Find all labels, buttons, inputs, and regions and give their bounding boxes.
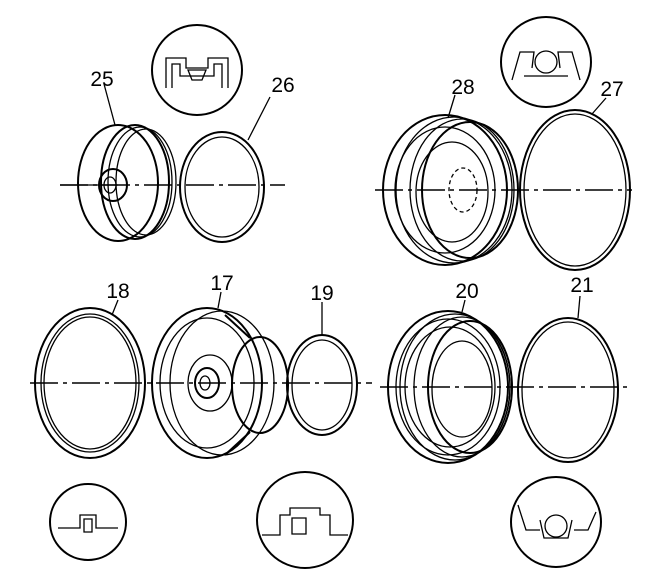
part-21-seal-ring (517, 295, 619, 463)
part-19-seal-ring (286, 302, 358, 436)
part-label-19: 19 (310, 282, 333, 305)
part-label-28: 28 (451, 76, 474, 99)
seal-profile-detail-top-right (500, 16, 592, 108)
part-17-piston (151, 291, 289, 459)
seal-profile-detail-bottom-center (256, 471, 354, 569)
seal-profile-detail-bottom-left (49, 483, 127, 561)
part-27-seal-ring (519, 97, 631, 271)
part-26-seal-ring (179, 96, 271, 243)
part-25-piston (60, 83, 177, 242)
seal-profile-detail-top-left (151, 24, 243, 116)
part-label-18: 18 (106, 280, 129, 303)
part-28-piston-housing (382, 94, 519, 266)
part-label-26: 26 (271, 74, 294, 97)
part-label-20: 20 (455, 280, 478, 303)
part-label-17: 17 (210, 272, 233, 295)
seal-profile-detail-bottom-right (510, 476, 602, 568)
part-label-27: 27 (600, 78, 623, 101)
part-20-piston-housing (387, 299, 513, 464)
part-label-21: 21 (570, 274, 593, 297)
part-label-25: 25 (90, 68, 113, 91)
part-18-seal-ring (34, 299, 146, 459)
